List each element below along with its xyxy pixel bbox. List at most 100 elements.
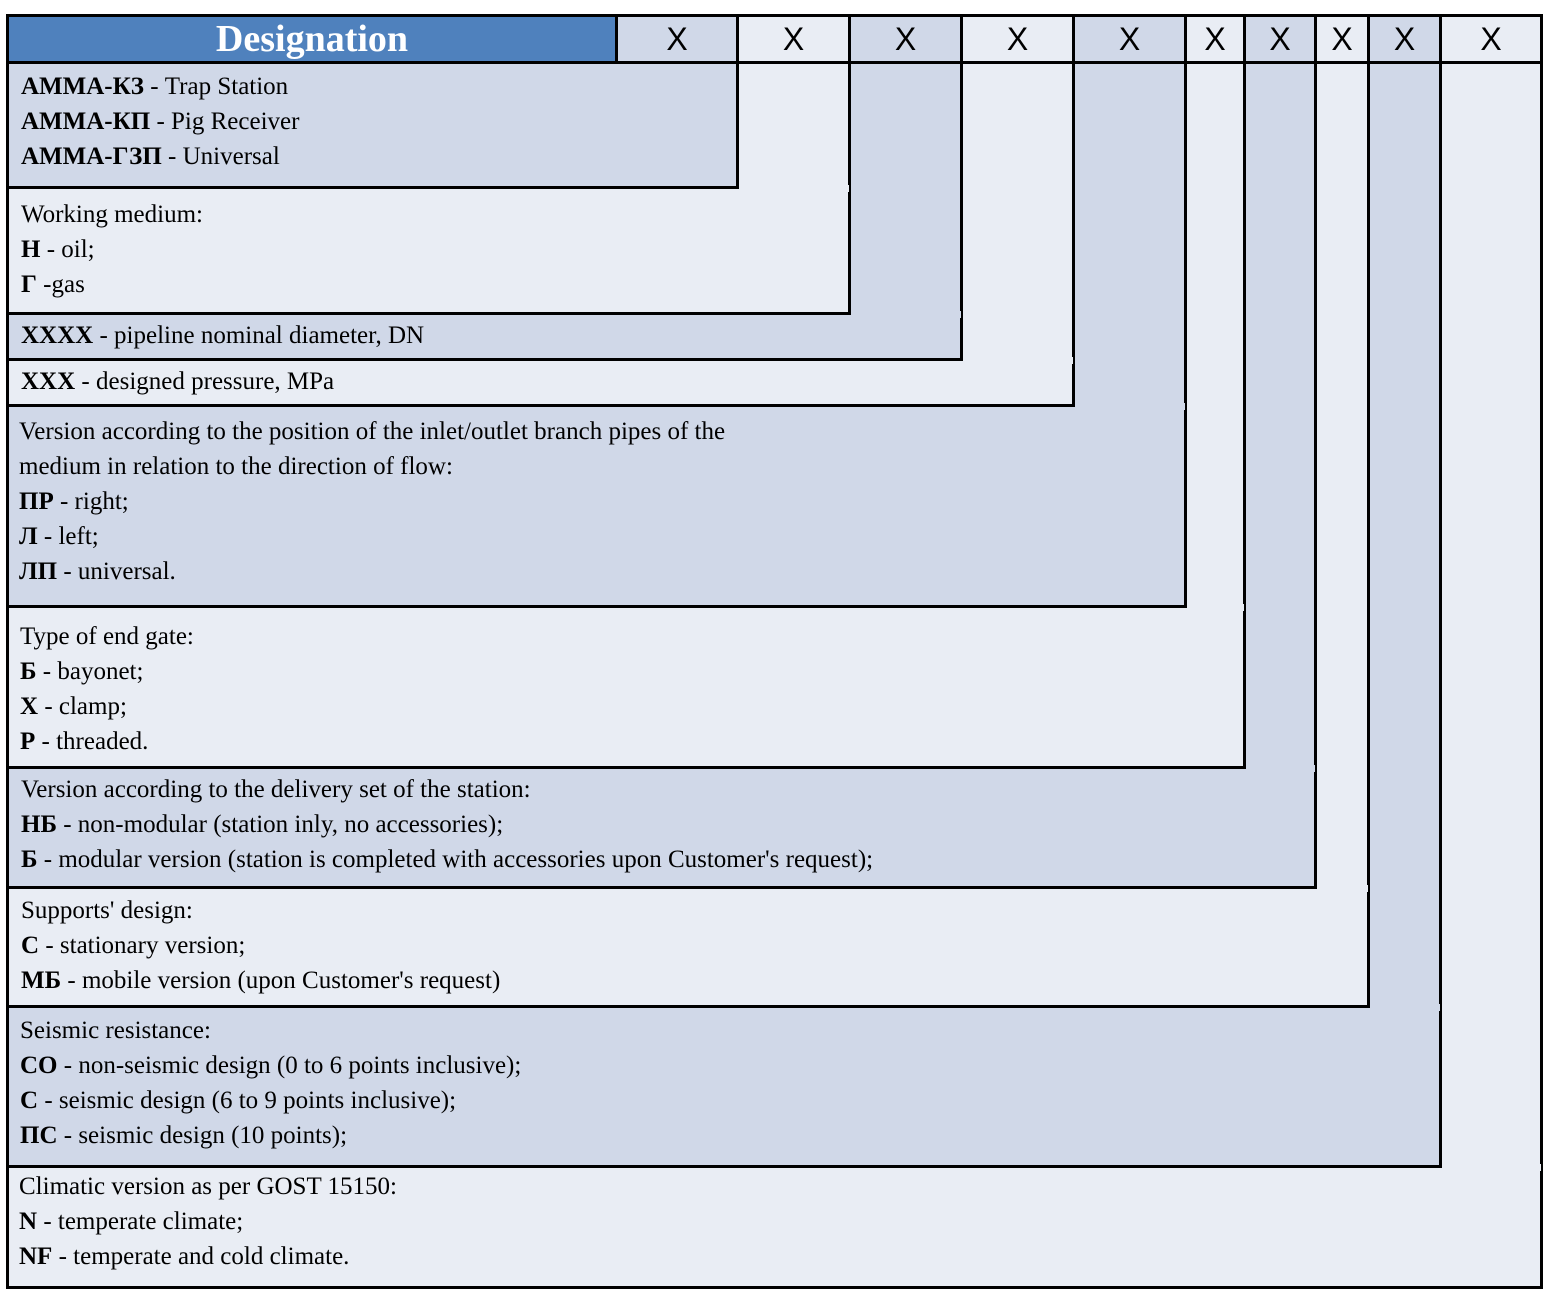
section-box-supports (6, 886, 1370, 1008)
section-seam-branch-position (1075, 403, 1185, 410)
section-text-climatic: Climatic version as per GOST 15150: N - t… (19, 1169, 397, 1274)
section-seam-delivery-set (1246, 765, 1315, 772)
section-text-branch-position: Version according to the position of the… (19, 414, 725, 589)
option-description: - bayonet; (36, 658, 144, 685)
option-code: АММА-КЗ (21, 73, 144, 100)
section-line: Version according to the delivery set of… (21, 772, 873, 807)
header-position-5: X (1072, 14, 1187, 64)
option-description: Supports' design: (21, 897, 193, 924)
section-line: Working medium: (21, 197, 203, 232)
header-position-2: X (736, 14, 851, 64)
option-description: - designed pressure, MPa (75, 368, 335, 395)
section-line: ХХХ - designed pressure, MPa (21, 364, 334, 399)
option-code: ПР (19, 488, 54, 515)
section-seam-pressure (963, 357, 1073, 364)
header-position-1: X (615, 14, 739, 64)
option-description: Seismic resistance: (20, 1017, 211, 1044)
section-line: Р - threaded. (20, 724, 194, 759)
section-line: Х - clamp; (20, 689, 194, 724)
option-code: АММА-ГЗП (21, 143, 162, 170)
option-description: - temperate and cold climate. (52, 1243, 350, 1270)
section-column-seismic (1367, 61, 1442, 1168)
option-description: Version according to the delivery set of… (21, 776, 531, 803)
option-description: - universal. (57, 558, 176, 585)
section-box-end-gate (6, 605, 1246, 769)
option-description: - Universal (161, 143, 280, 170)
section-text-supports: Supports' design: С - stationary version;… (21, 893, 500, 998)
option-code: АММА-КП (21, 108, 151, 135)
section-line: ХХХХ - pipeline nominal diameter, DN (21, 318, 424, 353)
header-position-6: X (1184, 14, 1246, 64)
section-line: МБ - mobile version (upon Customer's req… (21, 963, 500, 998)
section-column-delivery-set (1243, 61, 1317, 889)
section-box-seismic (6, 1005, 1442, 1168)
section-seam-diameter (851, 311, 961, 318)
option-description: - seismic design (6 to 9 points inclusiv… (38, 1087, 457, 1114)
section-seam-seismic (1370, 1004, 1440, 1011)
section-seam-climatic (1442, 1164, 1541, 1171)
header-position-3: X (848, 14, 963, 64)
section-line: С - seismic design (6 to 9 points inclus… (20, 1083, 521, 1118)
section-column-pressure (960, 61, 1075, 407)
option-code: ЛП (19, 558, 58, 585)
option-description: - Pig Receiver (150, 108, 300, 135)
option-code: Б (21, 846, 38, 873)
header-position-7: X (1243, 14, 1317, 64)
option-code: МБ (21, 967, 62, 994)
section-text-end-gate: Type of end gate:Б - bayonet;Х - clamp;Р… (20, 619, 194, 759)
section-text-delivery-set: Version according to the delivery set of… (21, 772, 873, 877)
section-box-delivery-set (6, 766, 1317, 889)
section-line: СО - non-seismic design (0 to 6 points i… (20, 1048, 521, 1083)
option-description: Working medium: (21, 201, 203, 228)
option-description: - mobile version (upon Customer's reques… (61, 967, 501, 994)
section-line: ЛП - universal. (19, 554, 725, 589)
option-code: Р (20, 728, 36, 755)
option-description: - oil; (40, 236, 95, 263)
section-text-medium: Working medium:Н - oil;Г -gas (21, 197, 203, 302)
section-line: АММА-КЗ - Trap Station (21, 69, 299, 104)
section-line: NF - temperate and cold climate. (19, 1239, 397, 1274)
section-text-seismic: Seismic resistance: СО - non-seismic desi… (20, 1013, 521, 1153)
option-code: ХХХХ (21, 322, 94, 349)
section-line: Н - oil; (21, 232, 203, 267)
option-description: - seismic design (10 points); (57, 1122, 348, 1149)
option-code: N (19, 1208, 38, 1235)
option-code: Л (19, 523, 38, 550)
option-description: - pipeline nominal diameter, DN (93, 322, 425, 349)
header-position-9: X (1367, 14, 1442, 64)
option-code: С (21, 932, 40, 959)
header-position-8: X (1314, 14, 1370, 64)
option-description: Climatic version as per GOST 15150: (19, 1173, 397, 1200)
option-code: ХХХ (21, 368, 76, 395)
option-description: medium in relation to the direction of f… (19, 453, 453, 480)
option-code: NF (19, 1243, 53, 1270)
section-line: Б - bayonet; (20, 654, 194, 689)
option-description: - non-modular (station inly, no accessor… (56, 811, 504, 838)
section-line: Г -gas (21, 267, 203, 302)
section-line: Supports' design: (21, 893, 500, 928)
section-line: АММА-ГЗП - Universal (21, 139, 299, 174)
section-text-pressure: ХХХ - designed pressure, MPa (21, 364, 334, 399)
option-code: Х (20, 693, 39, 720)
header-title: Designation (6, 14, 618, 64)
section-line: Type of end gate: (20, 619, 194, 654)
option-code: ПС (20, 1122, 58, 1149)
option-description: Version according to the position of the… (19, 418, 726, 445)
section-line: Л - left; (19, 519, 725, 554)
section-column-supports (1314, 61, 1370, 1008)
option-code: Б (20, 658, 37, 685)
section-line: Version according to the position of the… (19, 414, 725, 449)
section-line: НБ - non-modular (station inly, no acces… (21, 807, 873, 842)
option-description: - clamp; (38, 693, 127, 720)
option-description: - stationary version; (39, 932, 246, 959)
section-seam-end-gate (1187, 604, 1244, 611)
section-line: Climatic version as per GOST 15150: (19, 1169, 397, 1204)
option-description: -gas (36, 271, 85, 298)
option-description: - non-seismic design (0 to 6 points incl… (57, 1052, 522, 1079)
option-description: - Trap Station (143, 73, 289, 100)
option-code: Г (21, 271, 37, 298)
section-line: ПС - seismic design (10 points); (20, 1118, 521, 1153)
option-code: НБ (21, 811, 57, 838)
